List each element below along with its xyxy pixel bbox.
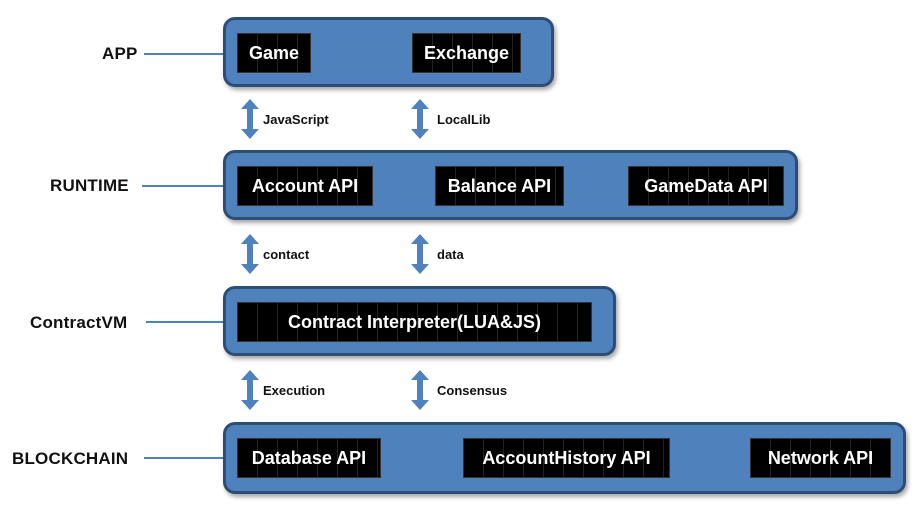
double-arrow-icon	[241, 234, 259, 274]
module-account-api: Account API	[237, 166, 373, 206]
double-arrow-icon	[241, 370, 259, 410]
module-gamedata-api: GameData API	[628, 166, 784, 206]
double-arrow-icon	[411, 99, 429, 139]
link-label-execution: Execution	[263, 383, 326, 398]
connector-blockchain	[144, 457, 224, 459]
module-balance-api: Balance API	[435, 166, 564, 206]
link-label-contact: contact	[263, 247, 310, 262]
link-label-data: data	[437, 247, 464, 262]
double-arrow-icon	[241, 99, 259, 139]
double-arrow-icon	[411, 370, 429, 410]
link-label-javascript: JavaScript	[263, 112, 329, 127]
layer-label-runtime: RUNTIME	[50, 176, 129, 195]
module-network-api: Network API	[750, 438, 891, 478]
connector-contractvm	[146, 321, 224, 323]
module-database-api: Database API	[237, 438, 381, 478]
layer-label-blockchain: BLOCKCHAIN	[12, 449, 129, 468]
module-exchange: Exchange	[412, 33, 521, 73]
layer-label-app: APP	[102, 44, 138, 63]
double-arrow-icon	[411, 234, 429, 274]
layer-label-contractvm: ContractVM	[30, 313, 128, 332]
connector-runtime	[142, 185, 224, 187]
module-contract-interpreter: Contract Interpreter(LUA&JS)	[237, 302, 592, 342]
link-label-locallib: LocalLib	[437, 112, 491, 127]
module-game: Game	[237, 33, 311, 73]
module-accounthistory-api: AccountHistory API	[463, 438, 670, 478]
connector-app	[144, 53, 224, 55]
link-label-consensus: Consensus	[437, 383, 508, 398]
